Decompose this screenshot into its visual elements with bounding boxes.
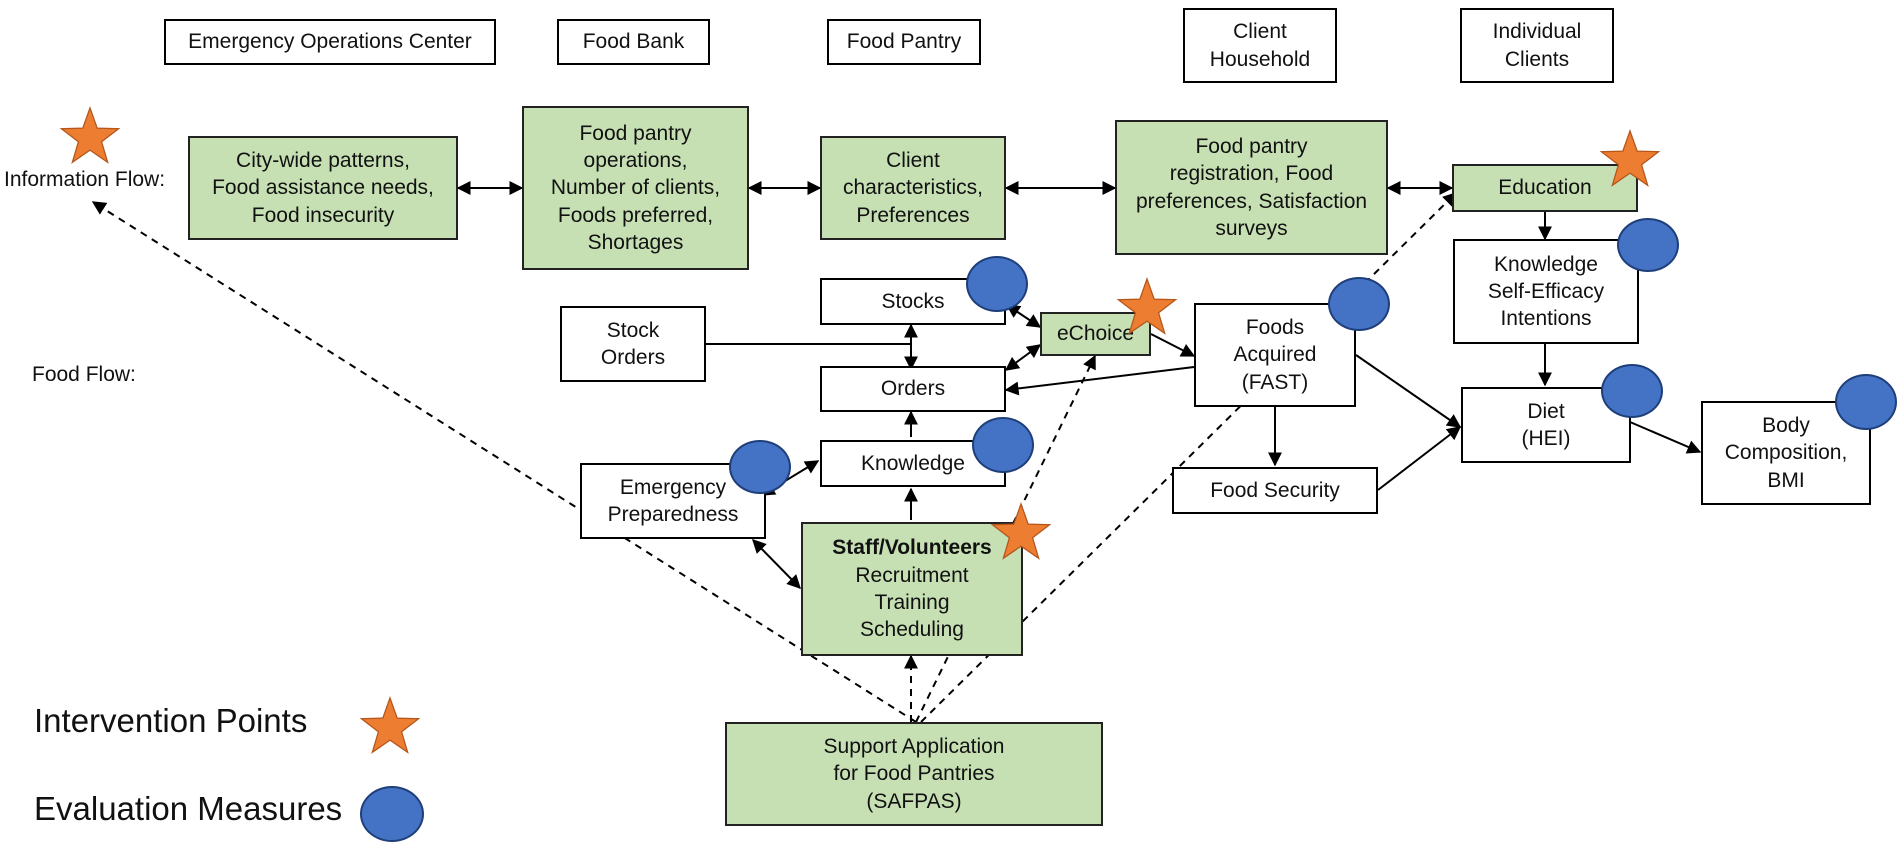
arrow-foodsecurity-diet	[1377, 426, 1462, 491]
node-line: Foods	[1245, 316, 1305, 340]
node-line: Composition,	[1724, 441, 1848, 465]
evaluation-circle-knowledge	[972, 417, 1034, 473]
arrow-foodsacquired-diet	[1355, 354, 1462, 428]
header-client-household-line: Client	[1233, 20, 1287, 44]
node-orders: Orders	[820, 366, 1006, 412]
dashed-safpas-echoice	[915, 354, 1096, 723]
node-line: Knowledge	[1494, 252, 1598, 276]
arrow-foodsacquired-orders	[1004, 366, 1195, 396]
node-line: (SAFPAS)	[866, 789, 962, 813]
arrow-stocks-echoice	[1005, 304, 1042, 328]
node-stocks-label: Stocks	[881, 289, 945, 313]
node-line: Preferences	[856, 203, 970, 227]
intervention-star-staff	[990, 502, 1052, 560]
node-orders-label: Orders	[880, 377, 946, 401]
node-line: Self-Efficacy	[1487, 279, 1605, 303]
node-line: Emergency	[619, 475, 727, 499]
node-line: operations,	[583, 149, 688, 173]
dashed-safpas-infoflow	[91, 201, 917, 723]
node-line: Body	[1762, 414, 1810, 438]
node-foods-acquired: Foods Acquired (FAST)	[1194, 303, 1356, 407]
node-line: Diet	[1527, 399, 1565, 423]
arrow-emergency-staff	[752, 538, 801, 590]
legend-circle-icon	[360, 786, 424, 842]
intervention-star-information	[59, 106, 121, 164]
header-client-household-line: Household	[1209, 47, 1311, 71]
node-safpas: Support Application for Food Pantries (S…	[725, 722, 1103, 826]
header-emergency-operations-center: Emergency Operations Center	[164, 19, 496, 65]
node-line: characteristics,	[842, 176, 984, 200]
header-client-household: Client Household	[1183, 8, 1337, 83]
node-line: Client	[886, 149, 940, 173]
evaluation-circle-body	[1835, 374, 1897, 430]
node-line: Orders	[600, 346, 666, 369]
node-education-label: Education	[1498, 176, 1592, 200]
node-line: registration, Food	[1169, 162, 1334, 186]
node-line: Preparedness	[607, 503, 739, 526]
node-knowledge-label: Knowledge	[861, 451, 965, 475]
node-line: surveys	[1215, 216, 1288, 240]
arrow-echoice-orders	[1004, 344, 1042, 371]
node-food-security-label: Food Security	[1210, 478, 1340, 502]
node-echoice: eChoice	[1040, 312, 1151, 356]
node-line: Support Application	[823, 735, 1005, 759]
node-client-characteristics: Client characteristics, Preferences	[820, 136, 1006, 240]
node-stock-orders: Stock Orders	[560, 306, 706, 382]
node-echoice-label: eChoice	[1056, 322, 1135, 346]
node-line: Acquired	[1233, 343, 1317, 367]
food-flow-label: Food Flow:	[32, 363, 136, 386]
evaluation-circle-emergency	[729, 440, 791, 494]
node-line: Training	[874, 591, 950, 614]
node-education: Education	[1452, 164, 1638, 212]
node-food-pantry-operations: Food pantry operations, Number of client…	[522, 106, 749, 270]
node-emergency-preparedness: Emergency Preparedness	[580, 463, 766, 539]
evaluation-circle-diet	[1601, 364, 1663, 418]
node-line: BMI	[1767, 468, 1805, 492]
header-food-bank: Food Bank	[557, 19, 710, 65]
node-line: (FAST)	[1241, 370, 1309, 394]
node-city-wide-patterns: City-wide patterns, Food assistance need…	[188, 136, 458, 240]
arrow-diet-body	[1629, 421, 1702, 454]
evaluation-circle-foods-acquired	[1328, 277, 1390, 331]
intervention-star-echoice	[1116, 277, 1178, 335]
node-line: for Food Pantries	[833, 762, 995, 786]
node-line: Intentions	[1500, 307, 1592, 331]
intervention-star-education	[1599, 129, 1661, 187]
header-eoc-label: Emergency Operations Center	[188, 30, 472, 54]
node-line: Food pantry	[1195, 134, 1308, 158]
header-food-pantry-label: Food Pantry	[846, 30, 962, 54]
information-flow-label: Information Flow:	[4, 168, 166, 191]
header-food-bank-label: Food Bank	[582, 30, 685, 54]
node-line: Shortages	[587, 230, 684, 254]
header-individual-clients: Individual Clients	[1460, 8, 1614, 83]
node-diet: Diet (HEI)	[1461, 387, 1631, 463]
node-line: Recruitment	[855, 563, 969, 587]
node-staff-volunteers: Staff/Volunteers Recruitment Training Sc…	[801, 522, 1023, 656]
header-individual-clients-line: Individual	[1492, 20, 1582, 44]
node-line: preferences, Satisfaction	[1135, 189, 1368, 213]
node-line: (HEI)	[1521, 427, 1571, 450]
node-line: Food insecurity	[251, 203, 395, 227]
node-line: Number of clients,	[550, 176, 721, 200]
header-individual-clients-line: Clients	[1504, 47, 1570, 71]
node-line: Stock	[606, 318, 660, 342]
evaluation-circle-stocks	[966, 256, 1028, 312]
legend-evaluation-label: Evaluation Measures	[34, 790, 343, 827]
legend-star-icon	[359, 696, 421, 754]
node-line: Scheduling	[860, 618, 964, 642]
node-line: Food assistance needs,	[212, 176, 434, 200]
node-line: City-wide patterns,	[236, 149, 410, 173]
node-food-pantry-registration: Food pantry registration, Food preferenc…	[1115, 120, 1388, 255]
header-food-pantry: Food Pantry	[827, 19, 981, 65]
node-food-security: Food Security	[1172, 467, 1378, 514]
arrow-echoice-foodsacquired	[1150, 333, 1196, 357]
evaluation-circle-kse	[1617, 218, 1679, 272]
node-line: Foods preferred,	[557, 203, 714, 227]
node-staff-title: Staff/Volunteers	[832, 536, 992, 560]
node-line: Food pantry	[579, 121, 692, 145]
node-knowledge-self-efficacy: Knowledge Self-Efficacy Intentions	[1453, 239, 1639, 344]
legend-intervention-label: Intervention Points	[34, 702, 308, 739]
